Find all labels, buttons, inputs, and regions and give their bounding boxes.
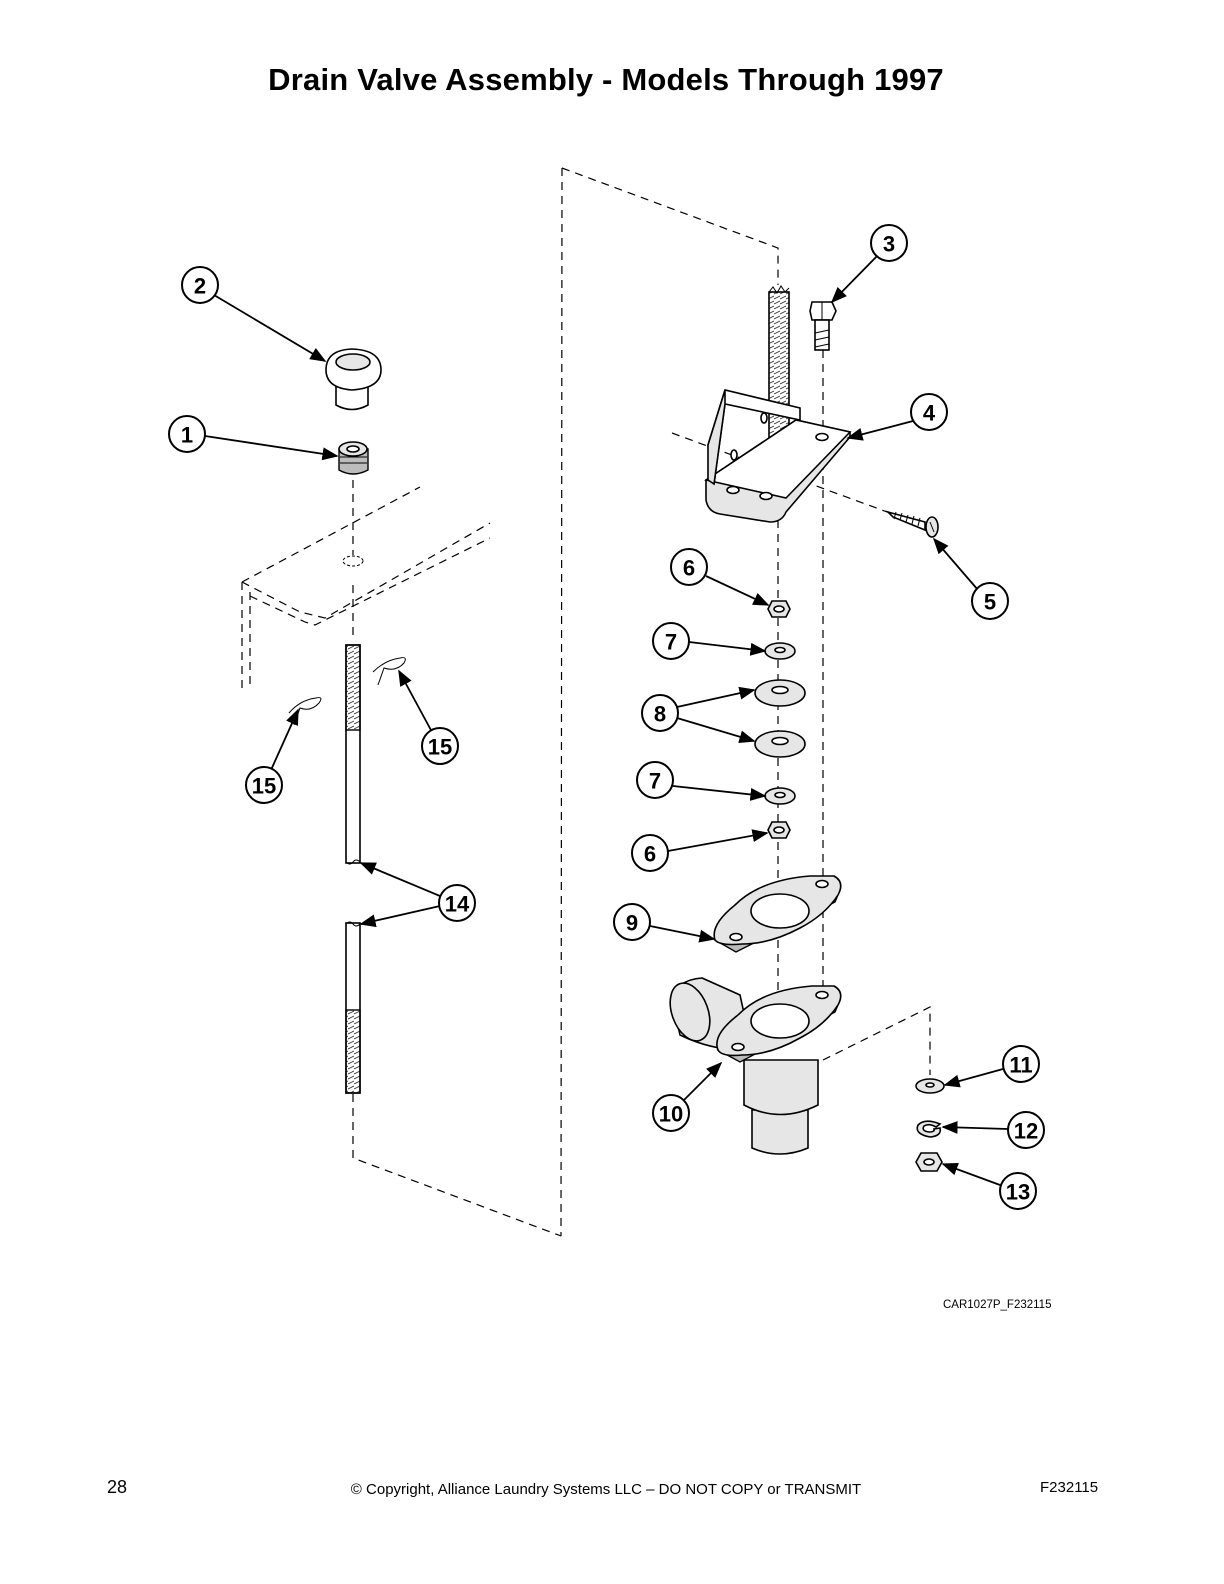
svg-text:3: 3	[883, 232, 895, 257]
callout-7a: 7	[652, 622, 690, 660]
callout-5: 5	[971, 582, 1009, 620]
callout-6b: 6	[631, 834, 669, 872]
flat-washer-upper	[764, 642, 796, 660]
svg-text:13: 13	[1006, 1180, 1030, 1205]
svg-text:6: 6	[644, 842, 656, 867]
bolt	[809, 301, 837, 351]
form-number: F232115	[1040, 1479, 1099, 1496]
assembly-outline	[352, 167, 931, 1237]
svg-text:7: 7	[665, 630, 677, 655]
page-number: 28	[107, 1477, 128, 1497]
callout-2: 2	[181, 266, 219, 304]
hex-nut-upper	[767, 600, 791, 618]
lock-washer	[916, 1120, 942, 1138]
svg-text:4: 4	[923, 401, 936, 426]
svg-text:10: 10	[659, 1102, 683, 1127]
callout-10: 10	[652, 1094, 690, 1132]
callout-7b: 7	[636, 761, 674, 799]
callout-13: 13	[999, 1172, 1037, 1210]
flat-washer-lower	[764, 787, 796, 805]
mounting-bracket	[704, 389, 852, 523]
svg-text:15: 15	[428, 735, 452, 760]
svg-text:11: 11	[1009, 1053, 1032, 1078]
rod-clip	[288, 657, 406, 726]
leader-lines	[204, 252, 1009, 1186]
callout-9: 9	[613, 903, 651, 941]
svg-text:7: 7	[649, 769, 661, 794]
callout-11: 11	[1002, 1045, 1040, 1083]
cabinet-panel	[241, 486, 491, 692]
svg-text:1: 1	[181, 423, 193, 448]
svg-text:5: 5	[984, 590, 996, 615]
callout-14: 14	[438, 884, 476, 922]
drain-valve-body	[669, 977, 842, 1155]
rubber-washer-lower	[754, 730, 806, 758]
copyright-notice: © Copyright, Alliance Laundry Systems LL…	[350, 1481, 862, 1498]
drain-rod-upper	[345, 644, 361, 865]
callout-8: 8	[641, 694, 679, 732]
page-title: Drain Valve Assembly - Models Through 19…	[268, 62, 944, 97]
self-tapping-screw	[885, 510, 939, 538]
callout-3: 3	[870, 224, 908, 262]
callout-15a: 15	[421, 727, 459, 765]
washer-small	[915, 1078, 945, 1094]
svg-text:15: 15	[252, 774, 276, 799]
gasket	[713, 875, 842, 953]
callout-6a: 6	[670, 548, 708, 586]
bushing	[338, 441, 369, 475]
svg-text:12: 12	[1014, 1119, 1038, 1144]
rubber-washer-upper	[754, 679, 806, 707]
callout-12: 12	[1007, 1111, 1045, 1149]
svg-text:2: 2	[194, 274, 206, 299]
callout-1: 1	[168, 415, 206, 453]
drawing-id: CAR1027P_F232115	[943, 1299, 1052, 1311]
svg-text:8: 8	[654, 702, 666, 727]
hex-nut-small	[915, 1152, 943, 1172]
svg-text:14: 14	[445, 892, 470, 917]
svg-text:9: 9	[626, 911, 638, 936]
callout-15b: 15	[245, 766, 283, 804]
callout-4: 4	[910, 393, 948, 431]
drain-knob	[325, 348, 382, 411]
svg-text:6: 6	[683, 556, 695, 581]
hex-nut-lower	[767, 821, 791, 839]
drain-rod-lower	[345, 921, 361, 1094]
